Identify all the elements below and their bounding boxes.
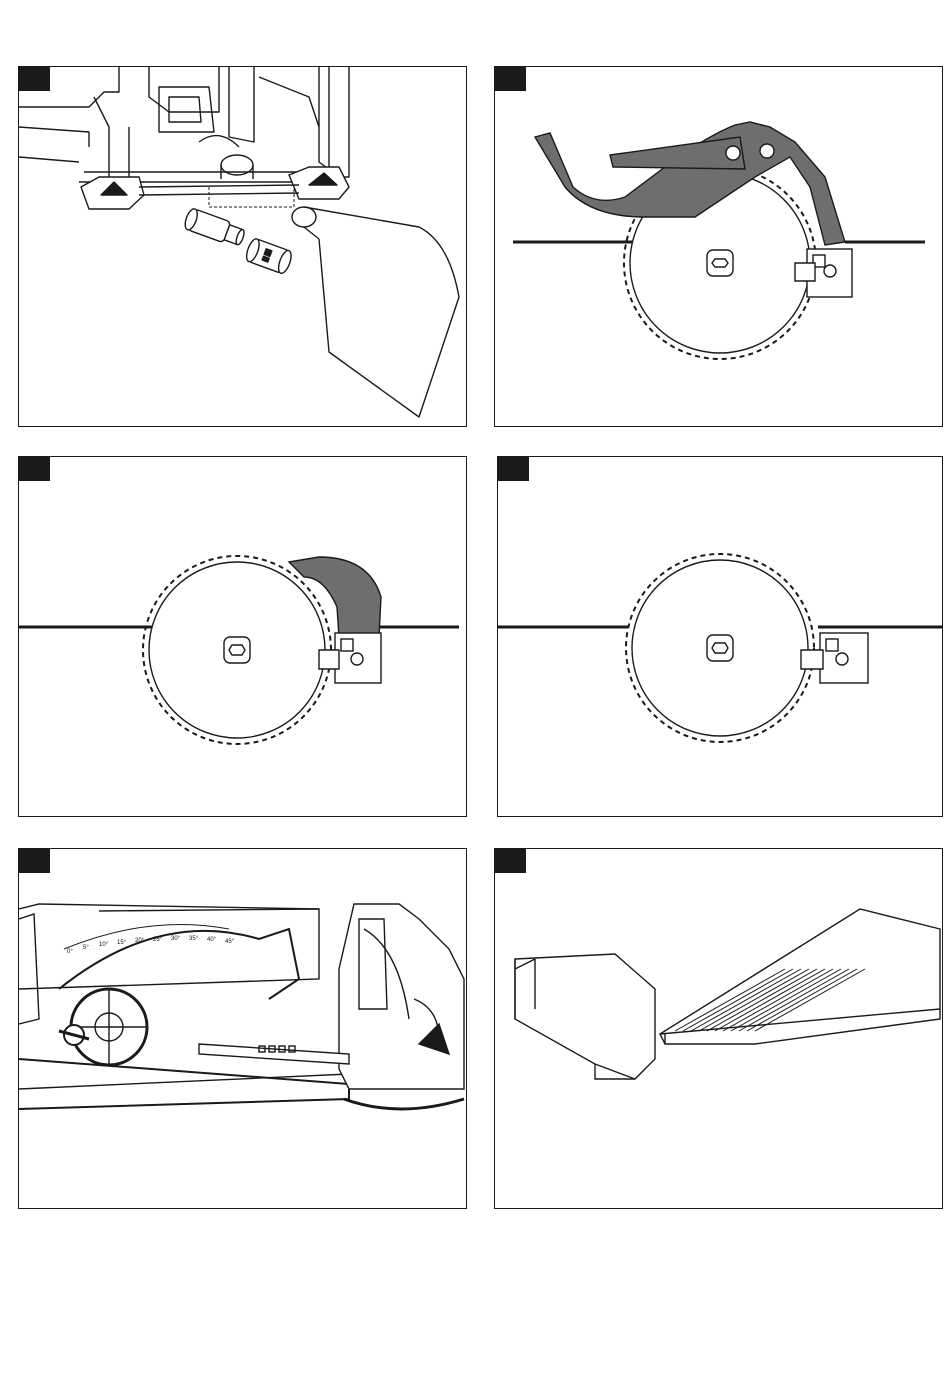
spreader-clamp-icon [498, 457, 943, 817]
bevel-scale-label: 35° [189, 936, 199, 942]
bevel-scale-label: 20° [135, 938, 145, 944]
panel-bevel-scale: 0° 5° 10° 15° 20° 25° 30° 35° 40° 45° [18, 848, 467, 1209]
panel-riving-knife [18, 456, 467, 817]
bevel-scale-label: 45° [225, 939, 235, 945]
bevel-scale-icon: 0° 5° 10° 15° 20° 25° 30° 35° 40° 45° [19, 849, 467, 1209]
bevel-scale-label: 25° [153, 937, 163, 943]
panel-spreader-clamp [497, 456, 943, 817]
panel-push-stick [494, 848, 943, 1209]
bevel-scale-label: 15° [117, 940, 127, 946]
bevel-scale-label: 10° [99, 942, 109, 948]
bevel-scale-label: 5° [83, 945, 89, 951]
panel-dust-port [18, 66, 467, 427]
riving-knife-icon [19, 457, 467, 817]
bevel-scale-label: 40° [207, 937, 217, 943]
panel-blade-guard [494, 66, 943, 427]
bevel-scale-label: 30° [171, 936, 181, 942]
push-stick-icon [495, 849, 943, 1209]
bevel-scale-label: 0° [67, 949, 73, 955]
blade-guard-icon [495, 67, 943, 427]
dust-port-hose-icon [19, 67, 467, 427]
